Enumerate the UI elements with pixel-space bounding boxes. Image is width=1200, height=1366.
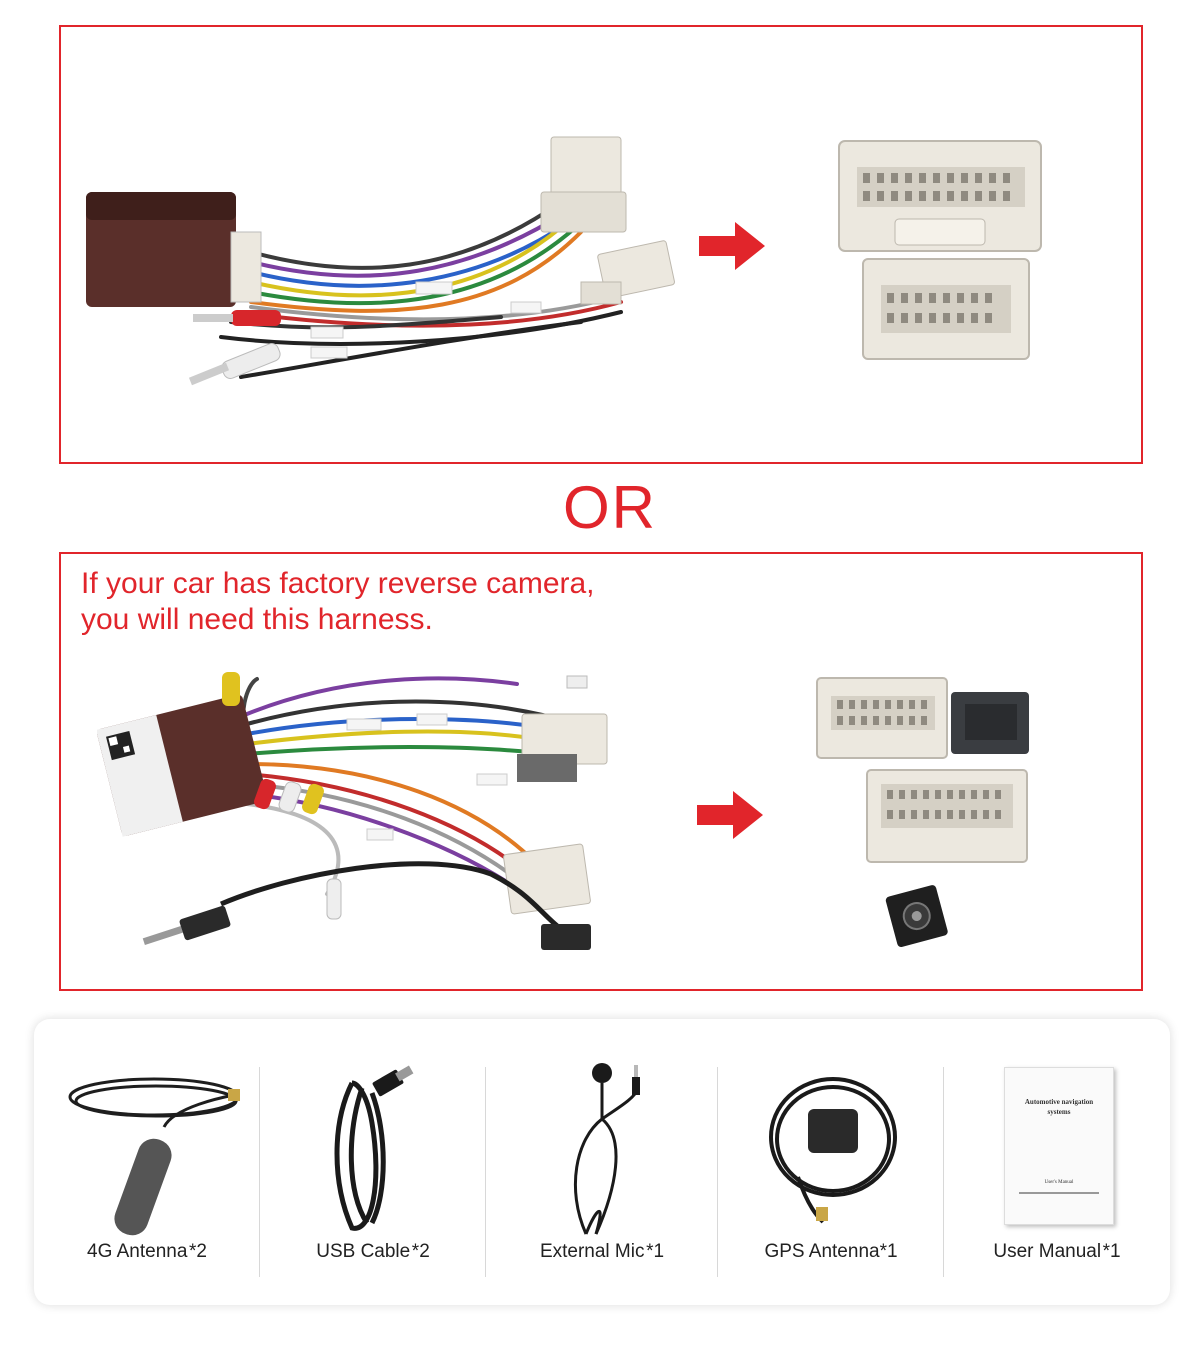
note-line-2: you will need this harness.: [81, 603, 433, 636]
accessory-divider: [717, 1067, 718, 1277]
antenna-adapter-cable-image: [142, 861, 591, 950]
4g-antenna-icon: [68, 1077, 240, 1236]
oem-plug-connector-image: [838, 140, 1042, 360]
accessory-label: USB Cable *2: [316, 1241, 430, 1262]
manual-title-line-2: systems: [1047, 1108, 1071, 1116]
accessories-panel: 4G Antenna *2 USB Cable *2: [34, 1019, 1170, 1305]
note-line-1: If your car has factory reverse camera,: [81, 567, 595, 600]
accessory-divider: [259, 1067, 260, 1277]
accessory-usb-cable: USB Cable *2: [260, 1019, 486, 1305]
manual-subtitle: User's Manual: [1044, 1180, 1074, 1185]
right-arrow-icon: [699, 222, 765, 270]
accessory-label: External Mic *1: [539, 1241, 665, 1262]
or-separator-text: OR: [563, 474, 657, 541]
accessory-gps-antenna: GPS Antenna*1: [718, 1019, 944, 1305]
user-manual-icon: Automotive navigation systems User's Man…: [1004, 1067, 1114, 1225]
accessory-external-mic: External Mic *1: [486, 1019, 718, 1305]
accessory-label: 4G Antenna *2: [87, 1241, 207, 1262]
manual-title-line-1: Automotive navigation: [1024, 1098, 1094, 1106]
reverse-camera-harness-image: [97, 672, 608, 920]
canbus-harness-image: [86, 136, 675, 386]
external-mic-icon: [573, 1063, 640, 1235]
accessory-user-manual: Automotive navigation systems User's Man…: [944, 1019, 1170, 1305]
accessory-label: User Manual *1: [993, 1241, 1121, 1262]
accessory-4g-antenna: 4G Antenna *2: [34, 1019, 260, 1305]
right-arrow-icon: [697, 791, 763, 839]
accessory-divider: [485, 1067, 486, 1277]
harness-panel-standard: [59, 25, 1143, 464]
oem-plug-connectors-camera-image: [816, 677, 1029, 947]
usb-cable-icon: [334, 1065, 414, 1231]
accessory-divider: [943, 1067, 944, 1277]
reverse-camera-note: If your car has factory reverse camera, …: [81, 566, 595, 638]
harness-panel-reverse-camera: If your car has factory reverse camera, …: [59, 552, 1143, 991]
accessory-label: GPS Antenna*1: [764, 1241, 898, 1262]
manual-fine-print: [1019, 1192, 1099, 1194]
gps-antenna-icon: [769, 1077, 897, 1224]
